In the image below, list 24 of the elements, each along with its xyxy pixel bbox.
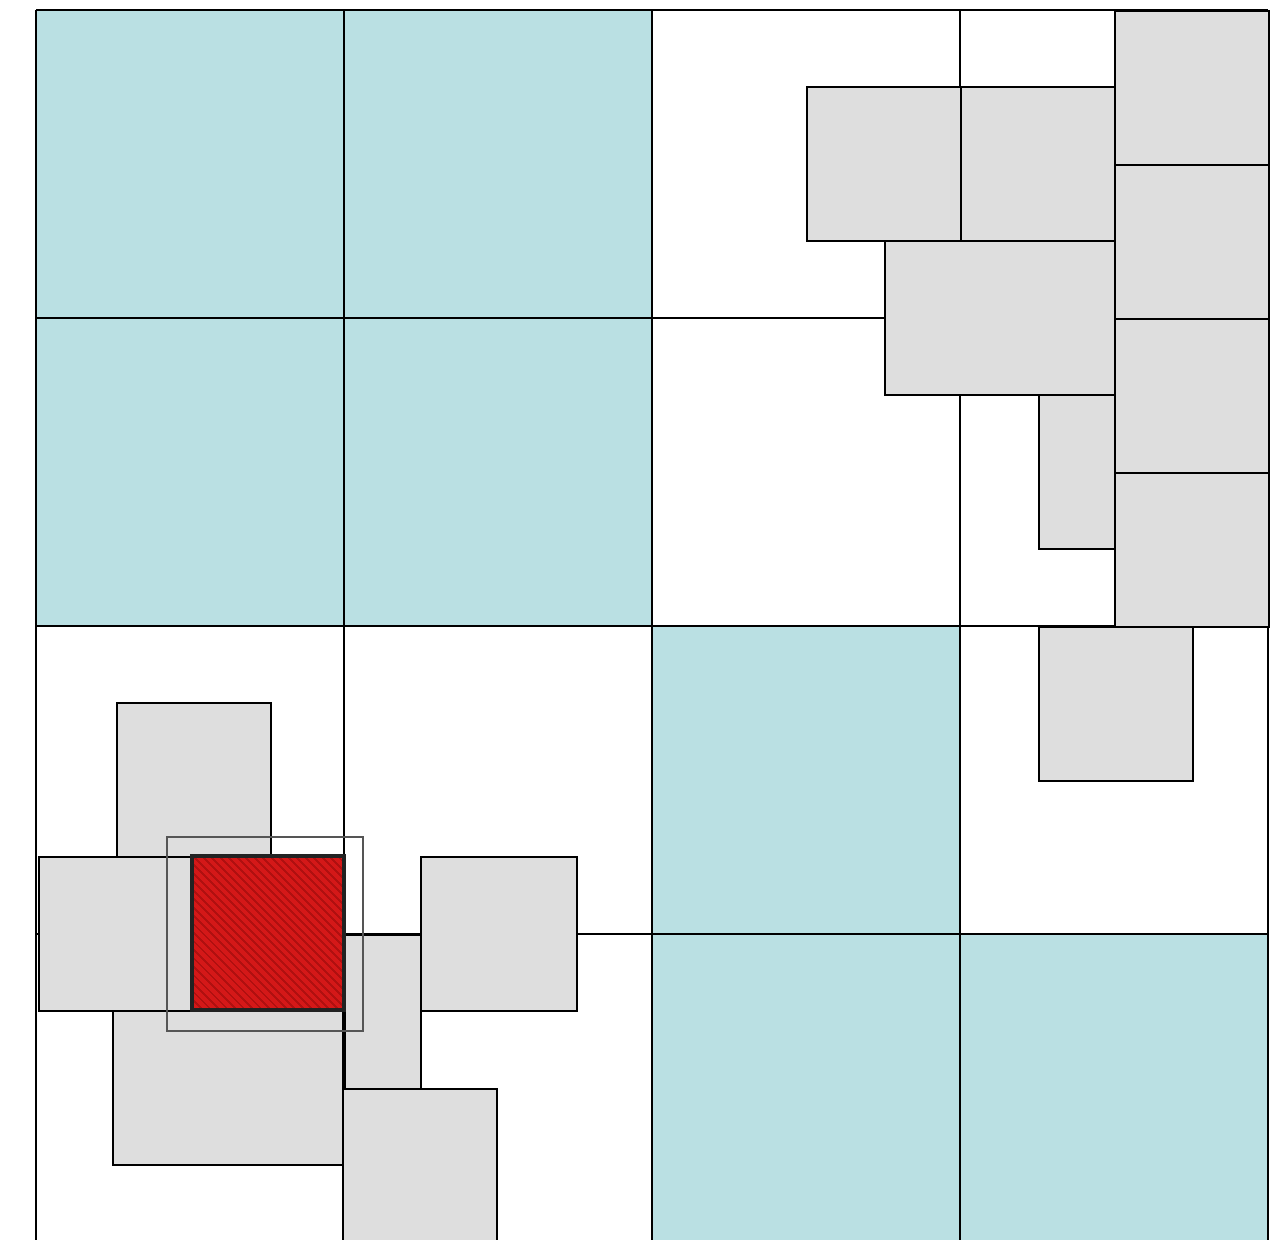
square-tile [38, 856, 194, 1012]
square-tile [112, 1010, 344, 1166]
shaded-square [36, 318, 344, 626]
shaded-square [36, 10, 344, 318]
square-tile [806, 86, 962, 242]
shaded-square [344, 10, 652, 318]
square-tile [1114, 472, 1270, 628]
square-tile [1114, 318, 1270, 474]
shaded-square [652, 626, 960, 934]
square-tile [1114, 10, 1270, 166]
shaded-square [344, 318, 652, 626]
square-tile [420, 856, 578, 1012]
square-tile [1038, 626, 1194, 782]
shaded-square [960, 934, 1268, 1240]
highlighted-square [190, 854, 346, 1012]
square-tile [960, 86, 1116, 242]
shaded-square [652, 934, 960, 1240]
square-tile [116, 702, 272, 858]
square-tile [1038, 394, 1116, 550]
square-tile [344, 934, 422, 1090]
selection-outline [166, 836, 364, 1032]
square-tile [1114, 164, 1270, 320]
square-tile [884, 240, 1116, 396]
square-tile [342, 1088, 498, 1240]
